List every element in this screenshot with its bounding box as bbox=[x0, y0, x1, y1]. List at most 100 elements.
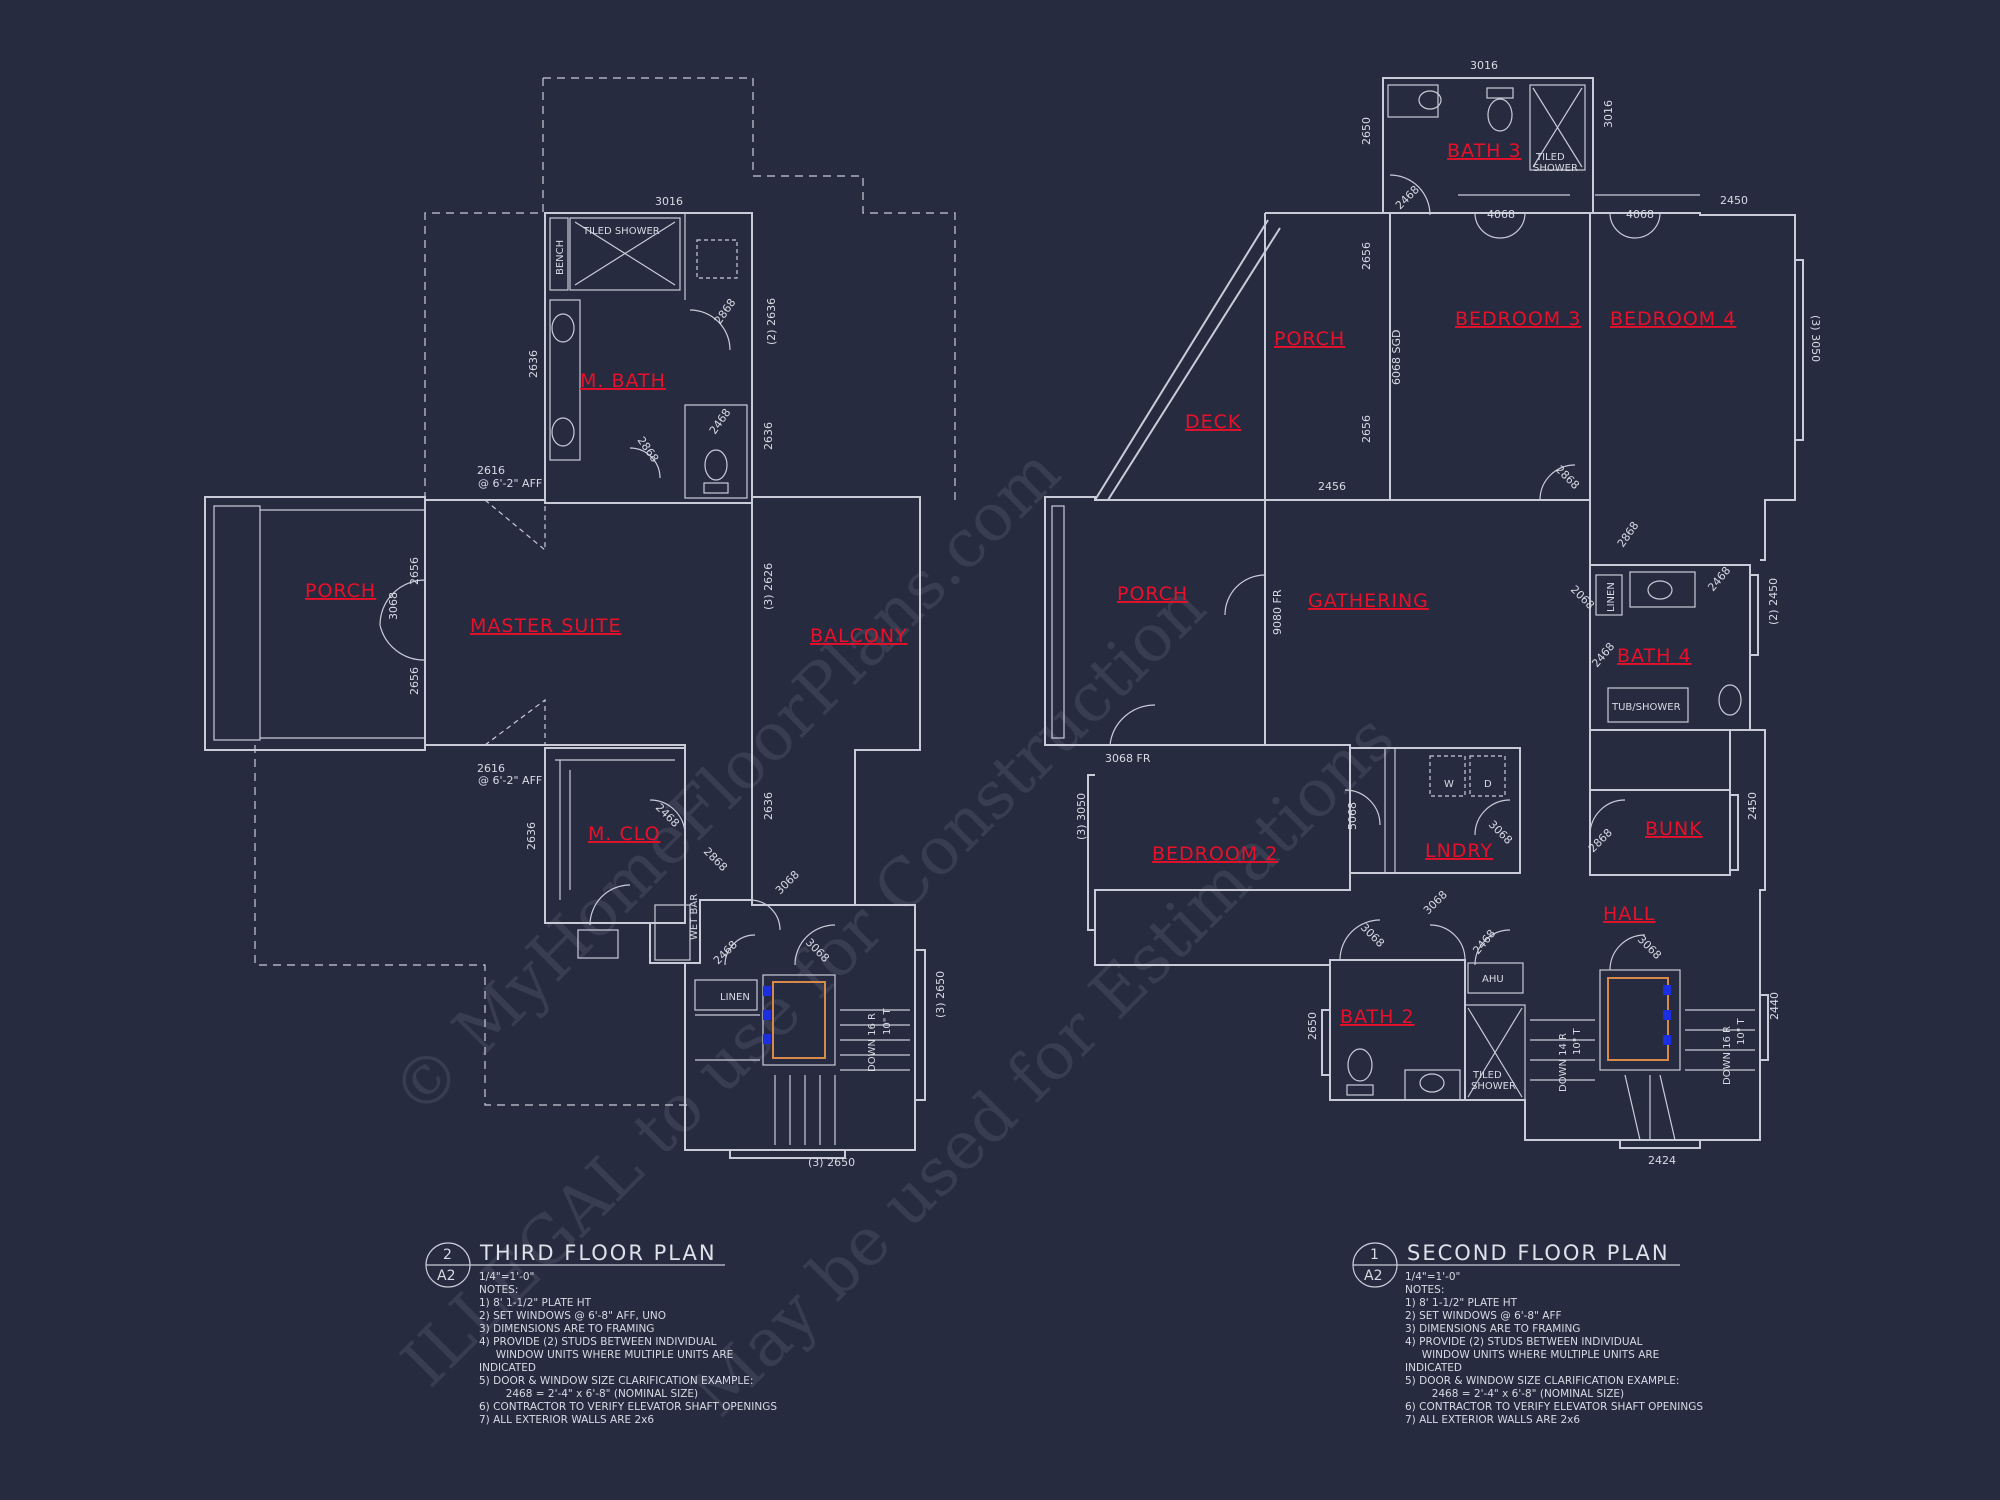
bath4-sink bbox=[1647, 580, 1673, 600]
m-bath-walls bbox=[544, 212, 753, 504]
dim-2468-a: 2468 bbox=[707, 406, 734, 436]
room-label-bedroom4: BEDROOM 4 bbox=[1610, 308, 1736, 330]
label-stair-tread: 10" T bbox=[882, 1007, 893, 1035]
stair-treads-lower bbox=[695, 1014, 836, 1145]
dim-sf-2450-c: 2450 bbox=[1746, 792, 1759, 820]
laundry-door bbox=[1344, 789, 1511, 836]
dim-sf-9080: 9080 FR bbox=[1271, 589, 1284, 635]
dim-sf-2656-b: 2656 bbox=[1360, 415, 1373, 443]
note-line: 3) DIMENSIONS ARE TO FRAMING bbox=[479, 1323, 654, 1335]
m-clo-shelf bbox=[555, 759, 675, 900]
notes-list: 1) 8' 1-1/2" PLATE HT2) SET WINDOWS @ 6'… bbox=[1405, 1297, 1703, 1426]
ahu-closet bbox=[1467, 962, 1524, 994]
closet-box bbox=[696, 239, 738, 279]
dim-sf-2868-a: 2868 bbox=[1553, 463, 1582, 492]
room-label-bedroom2: BEDROOM 2 bbox=[1152, 843, 1278, 865]
note-line: 5) DOOR & WINDOW SIZE CLARIFICATION EXAM… bbox=[479, 1375, 753, 1387]
detail-sheet: A2 bbox=[437, 1268, 455, 1284]
bath3-shower bbox=[1529, 84, 1586, 171]
note-line: 4) PROVIDE (2) STUDS BETWEEN INDIVIDUAL bbox=[479, 1336, 717, 1348]
room-label-hall: HALL bbox=[1603, 903, 1655, 925]
dim-sf-2450-b: (2) 2450 bbox=[1767, 578, 1780, 625]
plan-title: SECOND FLOOR PLAN bbox=[1407, 1241, 1670, 1265]
vanity-counter bbox=[549, 299, 581, 461]
washer bbox=[1429, 755, 1466, 797]
label-tiled-shower: TILED SHOWER bbox=[582, 226, 660, 237]
dim-sf-3068fr: 3068 FR bbox=[1105, 752, 1151, 765]
sf-elevator-car bbox=[1607, 977, 1669, 1061]
label-bath2-tiled: TILED bbox=[1472, 1070, 1502, 1081]
note-line: 2468 = 2'-4" x 6'-8" (NOMINAL SIZE) bbox=[479, 1388, 698, 1400]
note-line: 4) PROVIDE (2) STUDS BETWEEN INDIVIDUAL bbox=[1405, 1336, 1643, 1348]
bath4-window bbox=[1750, 574, 1759, 656]
note-line: 5) DOOR & WINDOW SIZE CLARIFICATION EXAM… bbox=[1405, 1375, 1679, 1387]
sf-elevator-marker-3 bbox=[1663, 1035, 1671, 1045]
notes-label: NOTES: bbox=[1405, 1284, 1444, 1296]
wet-bar bbox=[654, 904, 691, 961]
bath3-sink bbox=[1418, 90, 1442, 110]
label-bench: BENCH bbox=[555, 240, 566, 275]
room-label-bedroom3: BEDROOM 3 bbox=[1455, 308, 1581, 330]
note-line: 7) ALL EXTERIOR WALLS ARE 2x6 bbox=[479, 1414, 654, 1426]
notes-label: NOTES: bbox=[479, 1284, 518, 1296]
bath3-toilet bbox=[1487, 98, 1513, 132]
dim-sf-2456: 2456 bbox=[1318, 480, 1346, 493]
porch-door-swing bbox=[379, 579, 426, 661]
dim-sf-3050-b: (3) 3050 bbox=[1075, 793, 1088, 840]
porch-outer bbox=[204, 496, 426, 751]
toilet-tank bbox=[703, 482, 729, 494]
sink-2 bbox=[551, 417, 575, 447]
notes-list: 1) 8' 1-1/2" PLATE HT2) SET WINDOWS @ 6'… bbox=[479, 1297, 777, 1426]
window-right bbox=[915, 949, 926, 1101]
sf-elevator-marker-2 bbox=[1663, 1010, 1671, 1020]
lower-porch-rail bbox=[1051, 505, 1065, 739]
room-label-balcony: BALCONY bbox=[810, 625, 908, 647]
closet-doors bbox=[1474, 212, 1661, 239]
plan-scale: 1/4"=1'-0" bbox=[479, 1271, 534, 1283]
label-tub-shower: TUB/SHOWER bbox=[1611, 702, 1681, 713]
dim-sf-4068-a: 4068 bbox=[1487, 208, 1515, 221]
m-clo-door bbox=[589, 799, 686, 926]
dim-sf-3068-c: 3068 bbox=[1358, 921, 1387, 950]
dim-sf-3016-v: 3016 bbox=[1602, 100, 1615, 128]
bedroom2-door bbox=[1109, 704, 1156, 746]
dim-sf-2650-a: 2650 bbox=[1360, 117, 1373, 145]
bath3-vanity bbox=[1387, 84, 1439, 118]
dim-sf-5068: 5068 bbox=[1346, 802, 1359, 830]
m-clo-cabinet bbox=[577, 929, 619, 959]
toilet bbox=[704, 449, 728, 481]
linen-closet bbox=[694, 979, 758, 1011]
dim-2636-a: 2636 bbox=[527, 350, 540, 378]
bunk-door bbox=[1589, 799, 1626, 836]
detail-number: 2 bbox=[443, 1247, 452, 1263]
bench bbox=[549, 217, 569, 291]
dim-sf-2468-d: 2468 bbox=[1470, 927, 1498, 957]
deck-rail-diagonal bbox=[1094, 219, 1281, 501]
room-label-bath2: BATH 2 bbox=[1340, 1006, 1415, 1028]
stair-door-swings bbox=[724, 899, 836, 966]
room-label-bunk: BUNK bbox=[1645, 818, 1703, 840]
ms-dashed-angles bbox=[484, 499, 546, 746]
room-label-porch: PORCH bbox=[305, 580, 376, 602]
bath2-shower-diag-2 bbox=[1467, 1007, 1523, 1098]
porch-rail bbox=[213, 505, 261, 741]
m-clo-walls bbox=[544, 747, 686, 924]
label-bath3-tiled: TILED bbox=[1535, 152, 1565, 163]
label-wet-bar: WET BAR bbox=[689, 894, 700, 940]
dim-2626: (3) 2626 bbox=[762, 563, 775, 610]
stair-core-walls bbox=[649, 899, 916, 1151]
elevator-car bbox=[772, 981, 826, 1059]
dim-2616-a: 2616 bbox=[477, 464, 505, 477]
dim-sf-3050-a: (3) 3050 bbox=[1809, 315, 1822, 362]
second-floor-title-block: 1 A2 SECOND FLOOR PLAN 1/4"=1'-0" NOTES:… bbox=[1352, 1241, 1703, 1426]
bath2-doors bbox=[1339, 919, 1511, 966]
label-bath3-shower: SHOWER bbox=[1533, 163, 1578, 174]
sf-stair-right bbox=[1685, 1009, 1755, 1071]
dim-2650-a: (3) 2650 bbox=[934, 971, 947, 1018]
dim-sf-2656-a: 2656 bbox=[1360, 242, 1373, 270]
dim-3068-a: 3068 bbox=[387, 592, 400, 620]
note-line: 6) CONTRACTOR TO VERIFY ELEVATOR SHAFT O… bbox=[1405, 1401, 1703, 1413]
dim-sf-2424: 2424 bbox=[1648, 1154, 1676, 1167]
dim-sf-2440: 2440 bbox=[1768, 992, 1781, 1020]
third-floor-plan: M. BATH PORCH MASTER SUITE BALCONY M. CL… bbox=[204, 77, 956, 1426]
